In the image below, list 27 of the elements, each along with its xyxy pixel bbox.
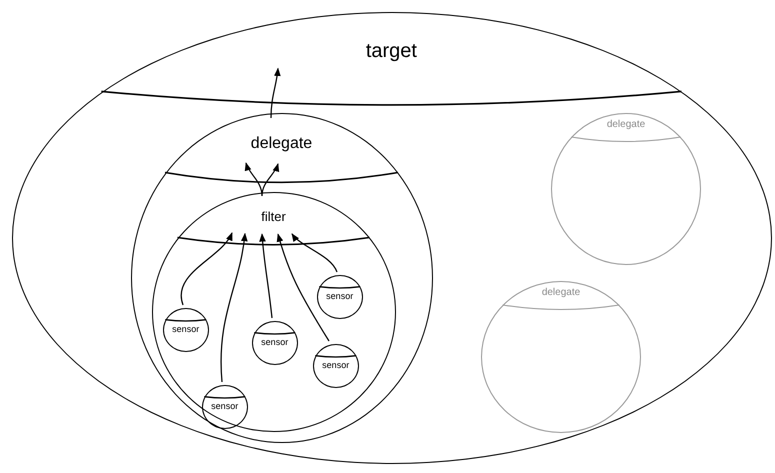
delegate-ellipse [551,113,701,265]
arrow [276,233,330,342]
sensor-circle [252,321,298,365]
title-label: target [366,41,417,61]
name-label: sensor [211,402,238,411]
name-label: sensor [172,325,200,334]
arrow [180,232,233,306]
name-label: sensor [326,292,354,301]
name-label: sensor [261,338,288,347]
sensor-circle [163,308,209,352]
arrow [220,232,248,382]
name-label: sensor [322,361,350,370]
sensor-circle [313,344,359,388]
arrow [261,163,279,196]
arrow [259,233,273,318]
outer-ellipse [12,12,772,464]
name-label: delegate [542,288,580,298]
name-label: delegate [606,120,646,130]
arrow [291,233,338,272]
delegate-ellipse [481,281,641,433]
sensor-circle [202,385,248,429]
delegate-ellipse [131,113,433,443]
sensor-circle [317,275,363,319]
name-label: filter [261,210,286,223]
name-label: delegate [250,136,312,152]
arrow [270,68,281,118]
filter-ellipse [152,192,396,432]
